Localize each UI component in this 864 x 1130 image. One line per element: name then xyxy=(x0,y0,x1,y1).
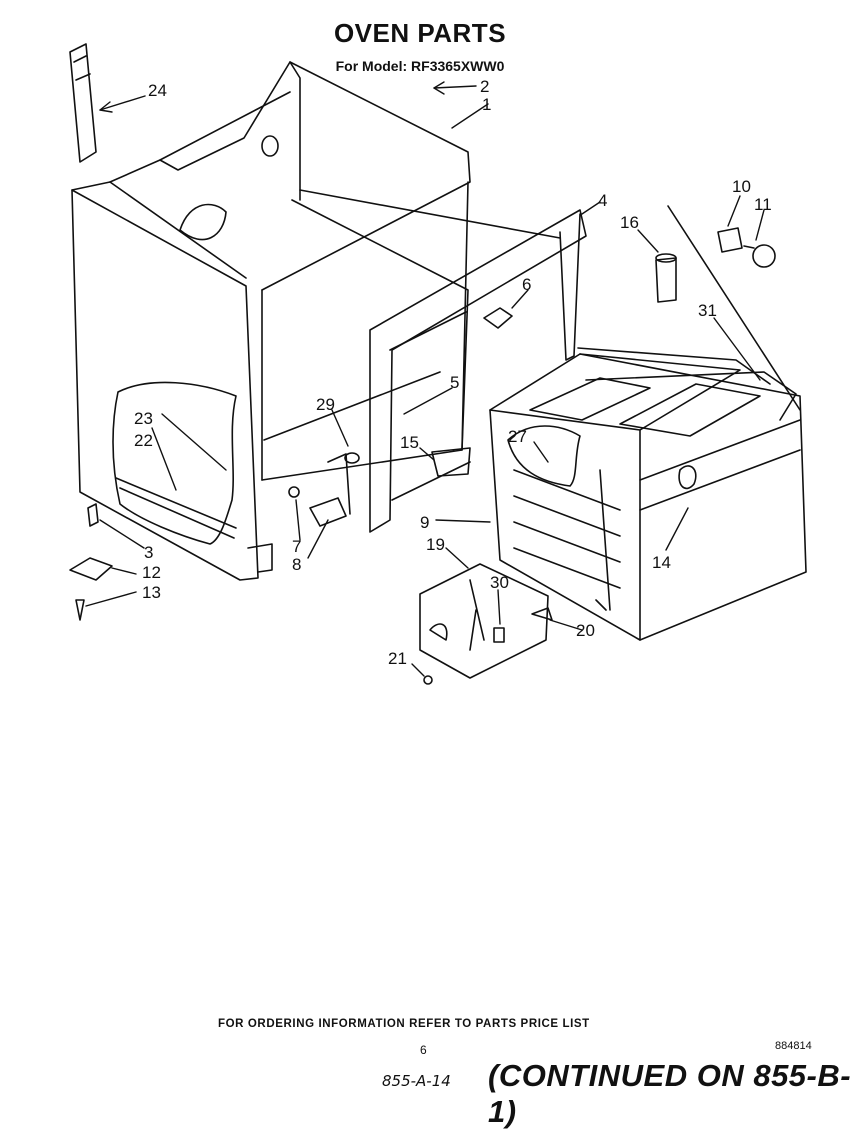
callout-1: 1 xyxy=(482,95,491,114)
model-subtitle: For Model: RF3365XWW0 xyxy=(335,58,505,74)
page-number: 6 xyxy=(420,1043,427,1057)
part-27-cutaway xyxy=(507,425,581,487)
callout-30: 30 xyxy=(490,573,509,592)
cabinet-side-panel xyxy=(71,181,273,581)
callout-27: 27 xyxy=(508,427,527,446)
callout-31: 31 xyxy=(698,301,717,320)
part-10-11-lamp xyxy=(667,205,801,411)
leader-lines xyxy=(85,81,765,677)
callout-10: 10 xyxy=(732,177,751,196)
callout-15: 15 xyxy=(400,433,419,452)
callout-8: 8 xyxy=(292,555,301,574)
cabinet-top-frame xyxy=(109,61,561,481)
callout-29: 29 xyxy=(316,395,335,414)
callout-9: 9 xyxy=(420,513,429,532)
callout-12: 12 xyxy=(142,563,161,582)
callout-7: 7 xyxy=(292,537,301,556)
exploded-view-drawing: 24 2 1 4 16 10 11 6 31 5 29 23 22 15 27 … xyxy=(69,43,807,685)
callout-2: 2 xyxy=(480,77,489,96)
part-3-12-13-hardware xyxy=(69,503,113,621)
callout-19: 19 xyxy=(426,535,445,554)
part-19-latch-assembly xyxy=(419,563,553,685)
callout-11: 11 xyxy=(754,195,772,214)
callout-24: 24 xyxy=(148,81,167,100)
callout-23: 23 xyxy=(134,409,153,428)
part-24-trim-strip xyxy=(69,43,97,163)
continued-note: (CONTINUED ON 855-B-1) xyxy=(488,1058,852,1129)
parts-diagram-page: OVEN PARTS For Model: RF3365XWW0 xyxy=(69,18,851,1129)
callout-3: 3 xyxy=(144,543,153,562)
oven-liner xyxy=(489,353,807,641)
part-31-seal-frame xyxy=(577,347,797,421)
callout-21: 21 xyxy=(388,649,407,668)
callout-20: 20 xyxy=(576,621,595,640)
callout-5: 5 xyxy=(450,373,459,392)
page-title: OVEN PARTS xyxy=(333,18,507,48)
callout-16: 16 xyxy=(620,213,639,232)
part-6-bracket xyxy=(483,307,513,329)
hinge-parts xyxy=(288,447,471,527)
part-16-vent-tube xyxy=(655,253,677,303)
part-4-front-frame xyxy=(369,209,587,533)
callout-4: 4 xyxy=(598,191,607,210)
callout-6: 6 xyxy=(522,275,531,294)
callout-14: 14 xyxy=(652,553,671,572)
ordering-note: FOR ORDERING INFORMATION REFER TO PARTS … xyxy=(218,1018,590,1030)
handwritten-code: 855-A-14 xyxy=(382,1072,451,1090)
callout-22: 22 xyxy=(134,431,153,450)
document-code: 884814 xyxy=(775,1040,812,1052)
callout-numbers: 24 2 1 4 16 10 11 6 31 5 29 23 22 15 27 … xyxy=(134,77,772,668)
callout-13: 13 xyxy=(142,583,161,602)
